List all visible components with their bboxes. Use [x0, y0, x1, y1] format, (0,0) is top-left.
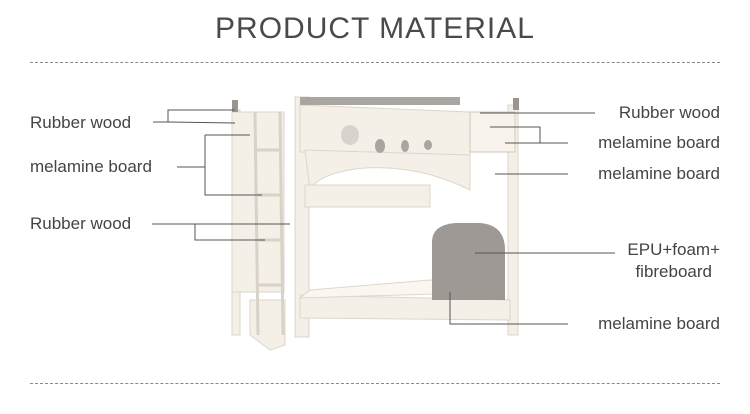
label-right-melamine-board-1: melamine board	[598, 133, 720, 152]
label-left-rubber-wood-2: Rubber wood	[30, 214, 132, 233]
label-right-melamine-board-3: melamine board	[598, 314, 720, 333]
label-right-rubber-wood: Rubber wood	[618, 103, 720, 122]
top-divider	[30, 62, 720, 63]
page-title: PRODUCT MATERIAL	[215, 12, 535, 45]
headboard-panel	[432, 223, 505, 300]
guardrail-top	[300, 97, 460, 105]
label-left-melamine-board: melamine board	[30, 157, 152, 176]
label-right-epu-foam: EPU+foam+	[627, 240, 720, 259]
label-right-melamine-board-2: melamine board	[598, 164, 720, 183]
label-left-rubber-wood-1: Rubber wood	[30, 113, 132, 132]
bottom-divider	[30, 383, 720, 384]
label-right-fibreboard: fibreboard	[635, 262, 712, 281]
